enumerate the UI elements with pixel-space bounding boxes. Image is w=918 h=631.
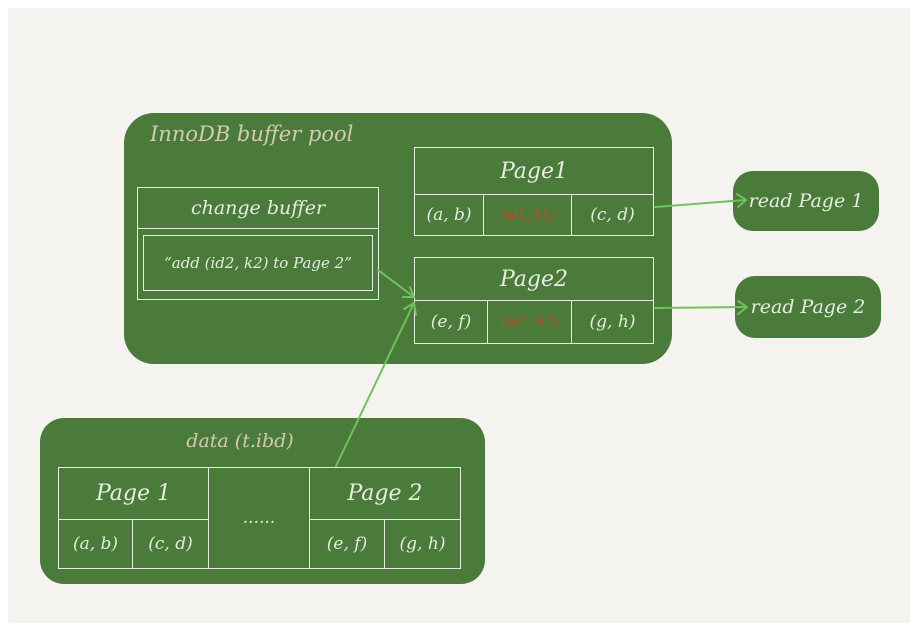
pool-page2-cell-3: (g, h) xyxy=(571,300,654,344)
buffer-pool-title: InnoDB buffer pool xyxy=(150,122,354,146)
pool-page2-title: Page2 xyxy=(414,257,654,301)
pool-page2-cell-1: (e, f) xyxy=(414,300,488,344)
change-buffer-entry: “add (id2, k2) to Page 2” xyxy=(143,235,373,291)
data-file-title: data (t.ibd) xyxy=(186,430,294,452)
disk-page1-cell-2: (c, d) xyxy=(132,519,209,569)
change-buffer-body xyxy=(137,228,379,300)
disk-ellipsis-segment: ...... xyxy=(208,467,310,569)
pool-page1-title: Page1 xyxy=(414,147,654,195)
disk-page2-title: Page 2 xyxy=(309,467,461,520)
disk-page2-cell-1: (e, f) xyxy=(309,519,385,569)
disk-page1-cell-1: (a, b) xyxy=(58,519,133,569)
disk-page2-cell-2: (g, h) xyxy=(384,519,461,569)
pool-page2-cell-2: (id2, k2) xyxy=(487,300,572,344)
disk-page1-title: Page 1 xyxy=(58,467,209,520)
pool-page1-cell-1: (a, b) xyxy=(414,194,484,236)
pool-page1-cell-3: (c, d) xyxy=(571,194,654,236)
change-buffer-header: change buffer xyxy=(137,187,379,229)
pool-page1-cell-2: (id1, k1) xyxy=(483,194,572,236)
read-page2-box: read Page 2 xyxy=(735,276,881,338)
read-page1-box: read Page 1 xyxy=(733,171,879,231)
